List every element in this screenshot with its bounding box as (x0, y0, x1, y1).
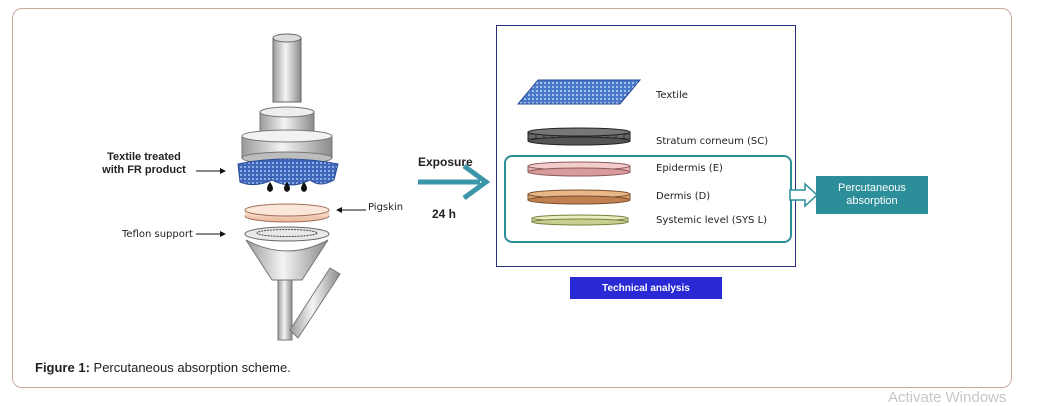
diffusion-cell-apparatus (237, 33, 341, 341)
technical-analysis-panel (496, 25, 796, 267)
skin-layers-diagram (516, 79, 642, 226)
pigskin-icon (244, 203, 330, 217)
figure-caption: Figure 1: Percutaneous absorption scheme… (35, 360, 291, 375)
figure-caption-text: Percutaneous absorption scheme. (89, 360, 291, 375)
stratum-corneum-layer-icon (527, 127, 631, 146)
textile-layer-icon (516, 79, 642, 105)
textile-sample-icon (237, 158, 339, 186)
percutaneous-absorption-box: Percutaneous absorption (816, 176, 928, 214)
stratum-corneum-label: Stratum corneum (SC) (656, 136, 769, 147)
dermis-label: Dermis (D) (656, 191, 711, 202)
textile-layer-label: Textile (656, 90, 688, 101)
absorption-group-box (504, 155, 792, 243)
dermis-layer-icon (527, 189, 631, 205)
drops-icon (267, 182, 307, 192)
systemic-level-layer-icon (531, 214, 629, 226)
outline-arrow-icon (789, 182, 819, 208)
pigskin-label: Pigskin (368, 202, 404, 213)
epidermis-layer-icon (527, 161, 631, 177)
systemic-level-label: Systemic level (SYS L) (656, 215, 768, 226)
activate-windows-watermark: Activate Windows (888, 389, 1007, 406)
epidermis-label: Epidermis (E) (656, 163, 723, 174)
exposure-duration: 24 h (432, 207, 457, 221)
textile-treated-label: Textile treated with FR product (102, 151, 186, 176)
arrow-icon (196, 231, 226, 237)
teflon-support-label: Teflon support (122, 229, 193, 240)
arrow-icon (336, 207, 366, 213)
arrow-icon (196, 168, 226, 174)
exposure-arrow-icon (418, 163, 491, 201)
exposure-label: Exposure (418, 155, 473, 169)
figure-caption-label: Figure 1: (35, 360, 90, 375)
technical-analysis-banner: Technical analysis (570, 277, 722, 299)
